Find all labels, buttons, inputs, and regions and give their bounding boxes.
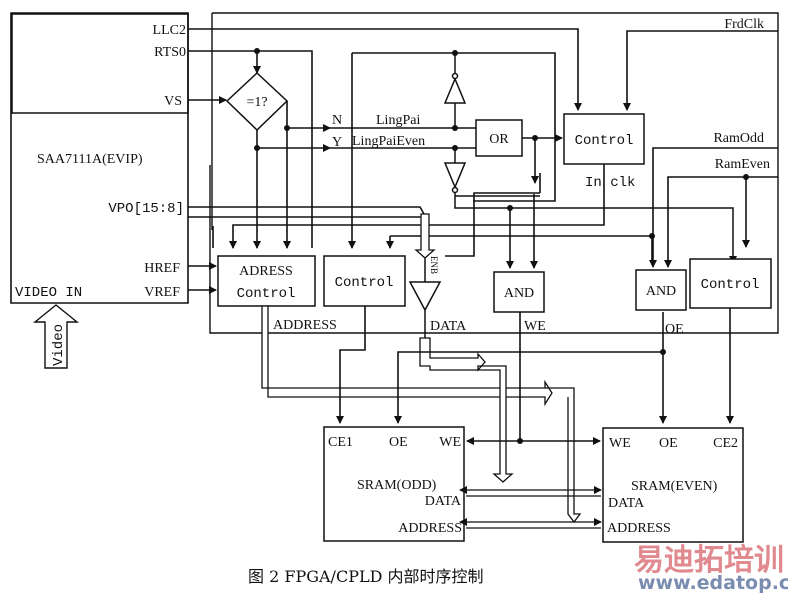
rtso-line	[188, 50, 313, 248]
sram-odd-ce: CE1	[328, 435, 353, 450]
signal-lingpai-even: LingPaiEven	[352, 134, 425, 149]
control-right-label: Control	[701, 277, 760, 293]
and-we-label: AND	[504, 286, 534, 301]
address-bus	[261, 305, 553, 407]
sram-odd-we: WE	[439, 435, 461, 450]
sram-odd-data: DATA	[425, 494, 462, 509]
signal-we: WE	[524, 319, 546, 334]
control-top-label: Control	[575, 133, 634, 149]
pin-vs: VS	[164, 94, 182, 109]
address-control-label-2: Control	[237, 286, 296, 302]
pin-href: HREF	[144, 261, 180, 276]
sram-even-data: DATA	[608, 496, 645, 511]
or-label: OR	[489, 132, 509, 147]
inverter-top	[443, 77, 467, 104]
inverter-bottom	[443, 162, 467, 189]
and-gate-we	[493, 271, 545, 313]
signal-inclk: In clk	[585, 175, 635, 191]
pin-vref: VREF	[144, 285, 180, 300]
control-mid-block	[323, 255, 406, 307]
sram-odd-title: SRAM(ODD)	[357, 478, 437, 493]
address-control-label-1: ADRESS	[239, 264, 293, 279]
signal-data: DATA	[430, 319, 467, 334]
sram-even	[602, 427, 744, 543]
sram-even-oe: OE	[659, 436, 678, 451]
signal-rameven: RamEven	[715, 157, 770, 172]
figure-caption: 图 2 FPGA/CPLD 内部时序控制	[248, 567, 484, 586]
watermark-cn: 易迪拓培训	[634, 543, 784, 578]
address-control-block	[217, 255, 316, 307]
decision-label: =1?	[246, 95, 267, 110]
sram-even-address: ADDRESS	[607, 521, 671, 536]
sram-even-title: SRAM(EVEN)	[631, 479, 718, 494]
and-oe-label: AND	[646, 284, 676, 299]
llc2-line	[188, 28, 582, 111]
control-mid-label: Control	[335, 275, 394, 291]
vpo-bus-arrow	[414, 213, 436, 259]
sram-odd	[323, 426, 465, 542]
chip-name: SAA7111A(EVIP)	[37, 152, 143, 167]
decision-yes: Y	[332, 135, 342, 150]
pin-llc2: LLC2	[153, 23, 186, 38]
signal-lingpai: LingPai	[376, 113, 420, 128]
tri-state-buffer	[408, 281, 442, 312]
sram-odd-address: ADDRESS	[398, 521, 462, 536]
signal-address: ADDRESS	[273, 318, 337, 333]
watermark-url: www.edatop.com	[638, 572, 788, 594]
and-gate-oe	[635, 269, 687, 311]
control-right-block	[689, 258, 772, 309]
video-input-arrow	[33, 304, 79, 369]
signal-frdclk: FrdClk	[724, 17, 764, 32]
sram-even-ce: CE2	[713, 436, 738, 451]
signal-ramodd: RamOdd	[713, 131, 764, 146]
signal-enb: ENB	[429, 256, 439, 274]
decision-no: N	[332, 113, 342, 128]
saa7111a-box	[10, 12, 189, 304]
control-top-block	[563, 113, 645, 165]
vpo-line	[188, 206, 425, 215]
fpga-boundary	[209, 12, 779, 334]
pin-vpo: VPO[15:8]	[108, 201, 184, 217]
pin-video-in: VIDEO IN	[15, 285, 82, 301]
signal-oe: OE	[665, 322, 684, 337]
sram-odd-oe: OE	[389, 435, 408, 450]
pin-rtso: RTS0	[154, 45, 186, 60]
video-label: Video	[51, 324, 67, 366]
sram-even-we: WE	[609, 436, 631, 451]
